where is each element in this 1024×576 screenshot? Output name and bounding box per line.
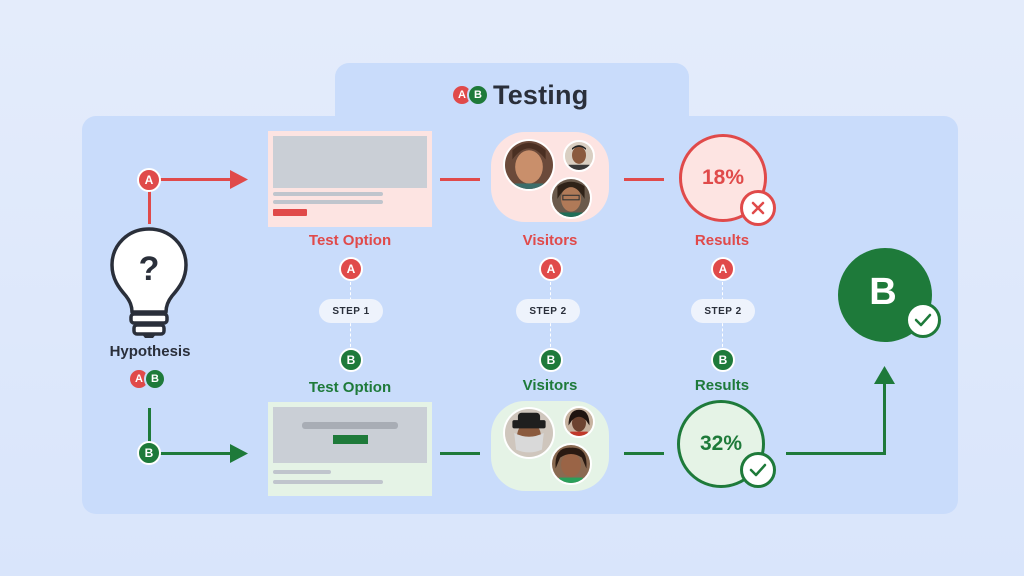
result-a-value: 18% xyxy=(701,166,745,189)
results-a-label: Results xyxy=(694,232,750,249)
results-b-label: Results xyxy=(694,377,750,394)
green-path-horizontal xyxy=(148,452,236,455)
step-badge-a: A xyxy=(711,257,735,281)
diagram-title: A B Testing xyxy=(451,80,588,110)
red-path-vertical xyxy=(148,180,151,224)
visitor-avatar xyxy=(550,443,592,485)
green-connector-2 xyxy=(624,452,664,455)
x-mark-icon xyxy=(740,190,776,226)
visitors-b-group xyxy=(491,401,609,491)
visitor-avatar xyxy=(503,139,555,191)
visitor-avatar xyxy=(563,406,595,438)
result-b-circle: 32% xyxy=(677,400,765,488)
check-mark-icon xyxy=(740,452,776,488)
visitor-avatar xyxy=(503,407,555,459)
step-badge-a: A xyxy=(539,257,563,281)
card-a-button xyxy=(273,209,307,216)
winner-check-mark-icon xyxy=(905,302,941,338)
visitors-b-label: Visitors xyxy=(522,377,578,394)
test-option-b-card xyxy=(268,402,432,496)
visitors-a-group xyxy=(491,132,609,222)
card-b-heading-bar xyxy=(302,422,398,429)
step-badge-a: A xyxy=(339,257,363,281)
step-pill: STEP 2 xyxy=(691,299,755,323)
visitors-a-label: Visitors xyxy=(522,232,578,249)
hypothesis-badges: A B xyxy=(128,368,166,390)
hypothesis-badge-b: B xyxy=(144,368,166,390)
red-connector-1 xyxy=(440,178,480,181)
test-option-a-card xyxy=(268,131,432,227)
winner-connector-vertical xyxy=(883,380,886,455)
card-b-button xyxy=(333,435,368,444)
red-connector-2 xyxy=(624,178,664,181)
red-path-horizontal xyxy=(148,178,236,181)
hypothesis-badge-b-path: B xyxy=(137,441,161,465)
step-badge-b: B xyxy=(339,348,363,372)
card-b-text-line xyxy=(273,470,331,474)
green-arrow-right-icon xyxy=(230,444,248,463)
green-arrow-up-icon xyxy=(874,366,895,384)
step-badge-b: B xyxy=(711,348,735,372)
green-path-vertical xyxy=(148,408,151,454)
green-connector-1 xyxy=(440,452,480,455)
card-a-text-line xyxy=(273,192,383,196)
title-badge-b: B xyxy=(467,84,489,106)
test-option-a-label: Test Option xyxy=(308,232,392,249)
question-mark: ? xyxy=(138,250,160,288)
title-text: Testing xyxy=(493,79,589,110)
red-arrow-right-icon xyxy=(230,170,248,189)
card-a-text-line xyxy=(273,200,383,204)
step-pill: STEP 2 xyxy=(516,299,580,323)
result-b-value: 32% xyxy=(699,432,743,455)
winner-connector-horizontal xyxy=(786,452,886,455)
hypothesis-label: Hypothesis xyxy=(109,343,191,360)
lightbulb-question-icon xyxy=(110,227,188,338)
step-badge-b: B xyxy=(539,348,563,372)
card-a-image-placeholder xyxy=(273,136,427,188)
test-option-b-label: Test Option xyxy=(308,379,392,396)
winner-label: B xyxy=(869,270,897,313)
visitor-avatar xyxy=(563,140,595,172)
step-pill: STEP 1 xyxy=(319,299,383,323)
visitor-avatar xyxy=(550,177,592,219)
card-b-text-line xyxy=(273,480,383,484)
hypothesis-badge-a-path: A xyxy=(137,168,161,192)
